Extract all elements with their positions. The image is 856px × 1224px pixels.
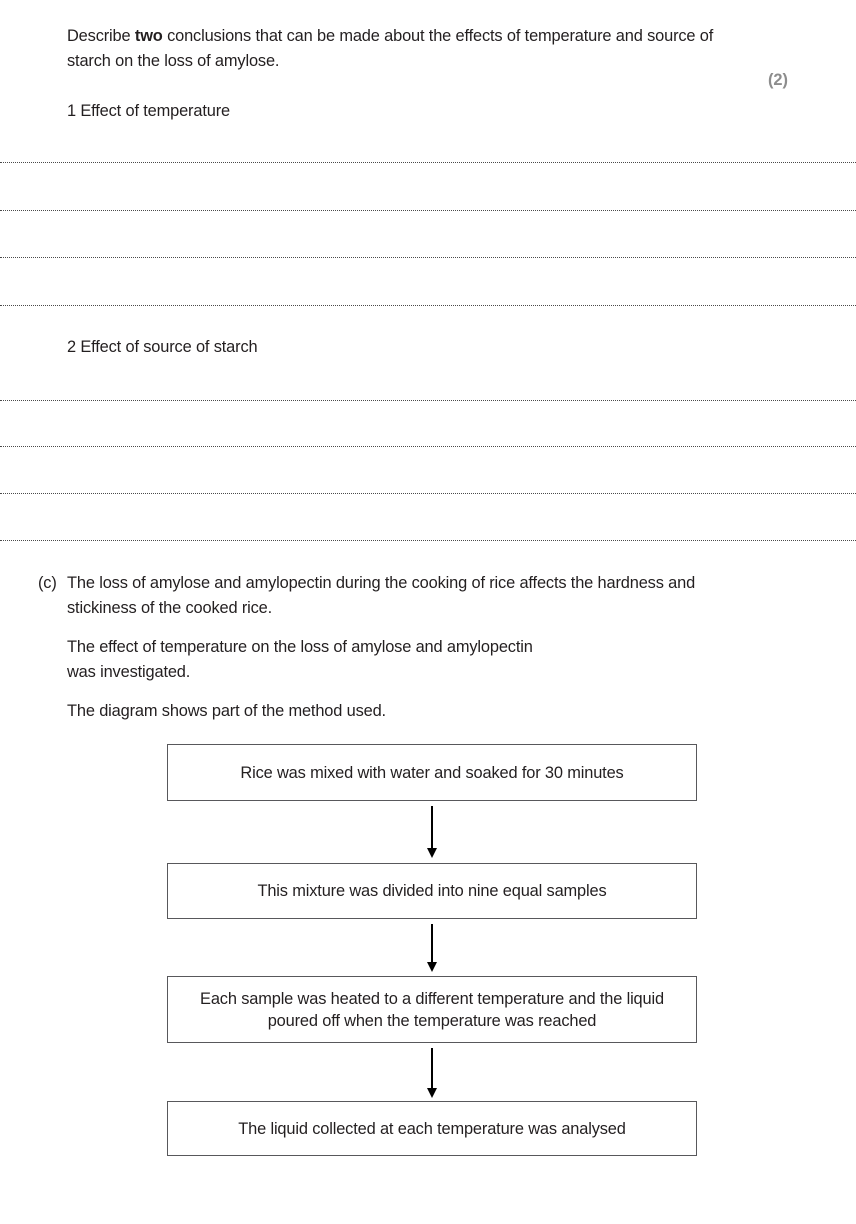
answer-line[interactable]	[0, 493, 856, 494]
part-c-marker: (c)	[38, 574, 57, 592]
part-c-paragraph-2: The effect of temperature on the loss of…	[67, 638, 533, 681]
flowchart-step-2-label: This mixture was divided into nine equal…	[257, 882, 607, 900]
arrow-shaft	[431, 806, 433, 849]
answer-line[interactable]	[0, 257, 856, 258]
arrow-shaft	[431, 924, 433, 963]
answer-line[interactable]	[0, 400, 856, 401]
flowchart-step-3: Each sample was heated to a different te…	[167, 976, 697, 1043]
part-c-paragraph-1: The loss of amylose and amylopectin duri…	[67, 574, 700, 617]
flowchart-step-2: This mixture was divided into nine equal…	[167, 863, 697, 919]
flowchart-step-3-label: Each sample was heated to a different te…	[200, 989, 664, 1030]
question-stem-part-2: conclusions that can be made about the e…	[67, 27, 718, 70]
flowchart-step-1: Rice was mixed with water and soaked for…	[167, 744, 697, 801]
arrow-head	[426, 962, 437, 972]
flowchart-step-4-label: The liquid collected at each temperature…	[238, 1119, 626, 1138]
question-stem: Describe two conclusions that can be mad…	[67, 24, 757, 73]
down-arrow-icon	[426, 1048, 437, 1098]
method-flowchart: Rice was mixed with water and soaked for…	[167, 744, 699, 1156]
flowchart-step-4: The liquid collected at each temperature…	[167, 1101, 697, 1156]
answer-line[interactable]	[0, 446, 856, 447]
answer-line[interactable]	[0, 540, 856, 541]
down-arrow-icon	[426, 806, 437, 858]
part-c-paragraph-3: The diagram shows part of the method use…	[67, 702, 386, 720]
question-stem-part-1: Describe	[67, 27, 135, 45]
marks-allocation: (2)	[767, 71, 788, 89]
answer-part-1-label: 1 Effect of temperature	[67, 102, 230, 120]
down-arrow-icon	[426, 924, 437, 972]
question-stem-emphasis: two	[134, 27, 163, 45]
answer-part-2-label: 2 Effect of source of starch	[67, 338, 258, 356]
answer-line[interactable]	[0, 162, 856, 163]
arrow-head	[426, 848, 437, 858]
arrow-shaft	[431, 1048, 433, 1089]
flowchart-step-1-label: Rice was mixed with water and soaked for…	[240, 763, 624, 782]
answer-line[interactable]	[0, 305, 856, 306]
answer-line[interactable]	[0, 210, 856, 211]
arrow-head	[426, 1088, 437, 1098]
